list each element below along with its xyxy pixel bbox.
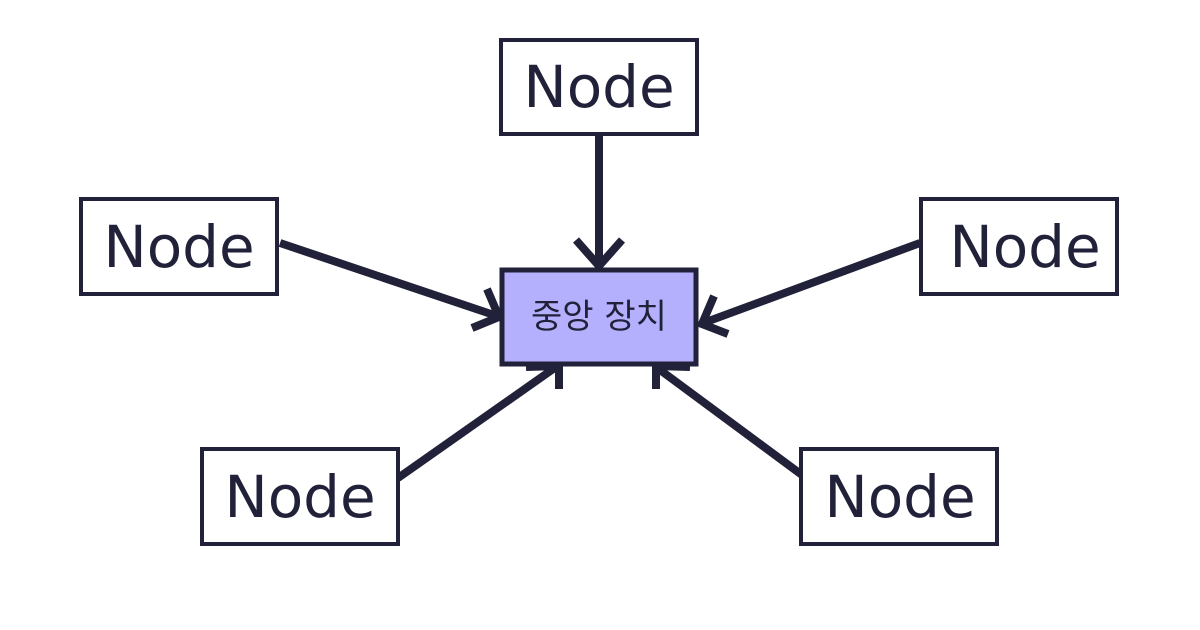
node-left: Node — [79, 197, 279, 296]
center-node-label: 중앙 장치 — [531, 297, 667, 337]
node-top: Node — [499, 38, 699, 136]
edge-bottom-right — [653, 363, 805, 479]
center-node: 중앙 장치 — [499, 267, 699, 367]
node-bottom-right: Node — [799, 447, 999, 546]
edge-left — [278, 239, 496, 319]
node-left-label: Node — [103, 213, 254, 281]
arrowhead-left — [470, 287, 505, 332]
edge-bottom-left — [395, 363, 559, 482]
arrowhead-top — [573, 237, 625, 273]
node-bottom-left: Node — [200, 447, 400, 546]
node-bottom-right-label: Node — [824, 463, 975, 531]
node-bottom-left-label: Node — [224, 463, 375, 531]
node-right-box — [919, 197, 1119, 296]
node-right-label: Node — [949, 213, 1100, 281]
center-node-box — [499, 267, 699, 367]
node-bottom-right-box — [799, 447, 999, 546]
node-right: Node — [919, 197, 1119, 296]
edge-right — [704, 239, 922, 326]
arrowhead-right — [696, 294, 730, 338]
node-top-box — [499, 38, 699, 136]
node-left-box — [79, 197, 279, 296]
node-bottom-left-box — [200, 447, 400, 546]
node-top-label: Node — [523, 53, 674, 121]
